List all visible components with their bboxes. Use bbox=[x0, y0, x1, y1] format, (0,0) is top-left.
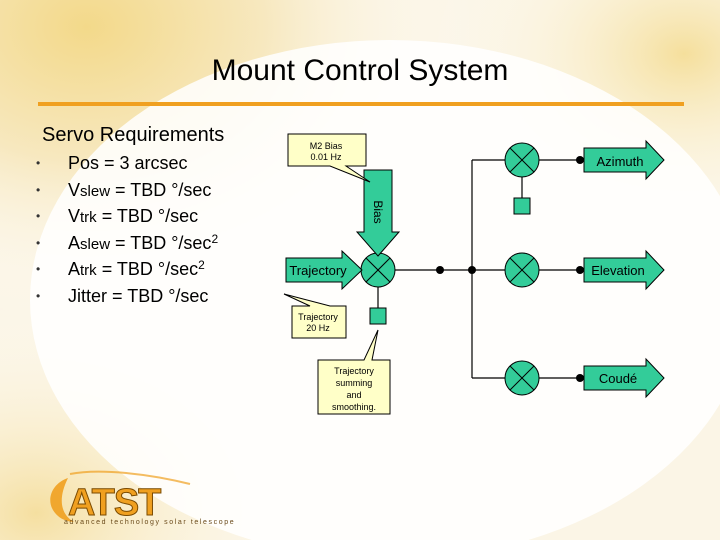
requirement-subscript: trk bbox=[80, 262, 97, 279]
requirement-symbol: A bbox=[68, 259, 81, 279]
requirement-symbol: A bbox=[68, 232, 81, 253]
signal-lines bbox=[377, 159, 580, 379]
azimuth-filter-block bbox=[513, 197, 531, 215]
requirement-text: Jitter = TBD °/sec bbox=[68, 285, 209, 306]
requirement-symbol: V bbox=[68, 179, 81, 200]
m2-bias-callout: M2 Bias 0.01 Hz bbox=[287, 133, 371, 183]
requirement-value: = TBD °/sec bbox=[96, 206, 199, 226]
summing-junction-coude bbox=[504, 360, 540, 396]
smoothing-text-line: smoothing. bbox=[332, 402, 376, 412]
requirement-subscript: slew bbox=[80, 182, 111, 200]
summing-junction-azimuth bbox=[504, 142, 540, 178]
atst-logo-tagline: advanced technology solar telescope bbox=[64, 519, 236, 526]
bullet-icon: • bbox=[36, 262, 41, 276]
trajectory-label: Trajectory bbox=[289, 263, 347, 278]
summing-junction-bias bbox=[360, 252, 396, 288]
azimuth-label: Azimuth bbox=[597, 154, 644, 169]
trajectory-rate-callout: Trajectory 20 Hz bbox=[283, 293, 347, 339]
requirement-value: = TBD °/sec bbox=[96, 259, 199, 279]
atst-logo-swoosh bbox=[50, 470, 191, 522]
summing-junction-elevation bbox=[504, 252, 540, 288]
requirement-text: Pos = 3 arcsec bbox=[68, 153, 188, 173]
requirement-superscript: 2 bbox=[211, 231, 219, 246]
trajectory-filter-block bbox=[369, 307, 387, 325]
smoothing-text-line: summing bbox=[336, 378, 373, 388]
requirements-list: • Pos = 3 arcsec • Vslew = TBD °/sec • V… bbox=[36, 150, 218, 309]
junction-dot bbox=[576, 374, 584, 382]
smoothing-text-line: and bbox=[346, 390, 361, 400]
requirement-value: = TBD °/sec bbox=[110, 232, 212, 253]
junction-dot bbox=[576, 266, 584, 274]
requirement-value: = TBD °/sec bbox=[110, 179, 212, 200]
servo-requirements-heading: Servo Requirements bbox=[42, 124, 225, 146]
bullet-icon: • bbox=[36, 156, 41, 170]
azimuth-output-arrow: Azimuth bbox=[583, 139, 665, 181]
trajectory-rate-text: Trajectory bbox=[298, 312, 338, 322]
elevation-label: Elevation bbox=[591, 263, 644, 278]
junction-dot bbox=[576, 156, 584, 164]
bias-arrow: Bias bbox=[355, 169, 401, 257]
coude-label: Coudé bbox=[599, 371, 637, 386]
title-underline bbox=[38, 102, 684, 106]
requirement-subscript: trk bbox=[80, 209, 97, 226]
bullet-icon: • bbox=[36, 209, 41, 223]
m2-bias-text: M2 Bias bbox=[310, 141, 343, 151]
coude-output-arrow: Coudé bbox=[583, 357, 665, 399]
trajectory-rate-value: 20 Hz bbox=[306, 323, 330, 333]
junction-dot bbox=[436, 266, 444, 274]
bullet-icon: • bbox=[36, 182, 41, 197]
slide-title: Mount Control System bbox=[211, 54, 509, 87]
requirement-symbol: V bbox=[68, 206, 81, 226]
requirement-jitter: • Jitter = TBD °/sec bbox=[36, 283, 218, 310]
junction-dots bbox=[436, 156, 584, 382]
junction-dot bbox=[468, 266, 476, 274]
m2-bias-rate: 0.01 Hz bbox=[310, 152, 342, 162]
requirement-position: • Pos = 3 arcsec bbox=[36, 150, 218, 177]
requirement-superscript: 2 bbox=[198, 258, 205, 272]
requirement-slew-acceleration: • Aslew = TBD °/sec2 bbox=[36, 230, 218, 257]
requirement-track-velocity: • Vtrk = TBD °/sec bbox=[36, 203, 218, 230]
trajectory-arrow: Trajectory bbox=[285, 249, 363, 291]
atst-logo-text: ATST bbox=[67, 482, 161, 525]
requirement-slew-velocity: • Vslew = TBD °/sec bbox=[36, 177, 218, 204]
smoothing-callout: Trajectory summing and smoothing. bbox=[317, 329, 391, 415]
bullet-icon: • bbox=[36, 235, 41, 250]
elevation-output-arrow: Elevation bbox=[583, 249, 665, 291]
smoothing-text-line: Trajectory bbox=[334, 366, 374, 376]
requirement-subscript: slew bbox=[80, 235, 111, 253]
bias-label: Bias bbox=[371, 200, 385, 223]
bullet-icon: • bbox=[36, 288, 41, 303]
requirement-track-acceleration: • Atrk = TBD °/sec2 bbox=[36, 256, 218, 283]
